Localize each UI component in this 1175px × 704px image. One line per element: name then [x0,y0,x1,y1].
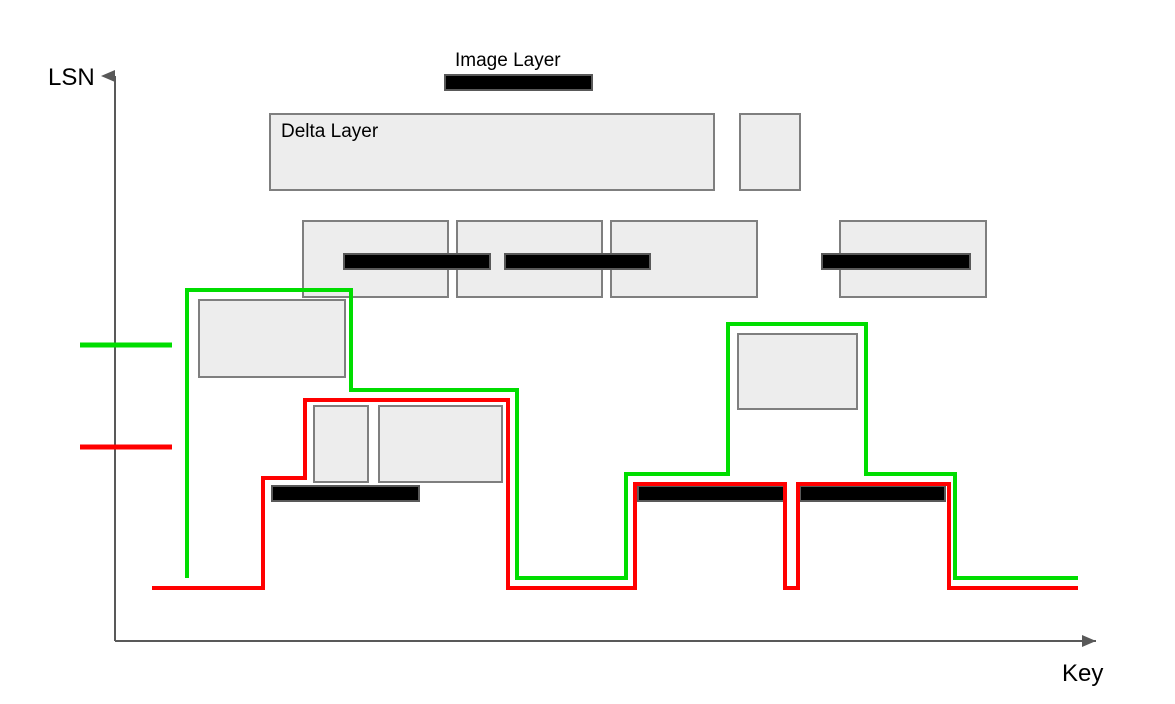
red-step-line [152,398,1078,590]
image-bar-row2-far-right [821,253,971,270]
image-layer-label: Image Layer [455,50,561,71]
image-bar-mid-left [271,485,420,502]
delta-layer-box-small [739,113,801,191]
delta-layer-box-main [269,113,715,191]
image-bar-bottom-right [799,485,946,502]
image-bar-row2-right [504,253,651,270]
delta-box-red-narrow [313,405,369,483]
image-bar-top [444,74,593,91]
image-bar-bottom-left [637,485,786,502]
legend-ticks-group [80,342,172,450]
delta-box-green-left [198,299,346,378]
image-layer-bars-group [271,74,971,502]
x-axis-label: Key [1062,660,1104,687]
delta-box-green-peak [737,333,858,410]
step-lines-group [152,288,1078,590]
y-axis-label: LSN [48,64,95,91]
green-step-line [185,288,1078,580]
image-bar-row2-left [343,253,491,270]
delta-layer-label: Delta Layer [281,121,379,142]
axes-group [101,70,1096,647]
delta-box-red-wide [378,405,503,483]
